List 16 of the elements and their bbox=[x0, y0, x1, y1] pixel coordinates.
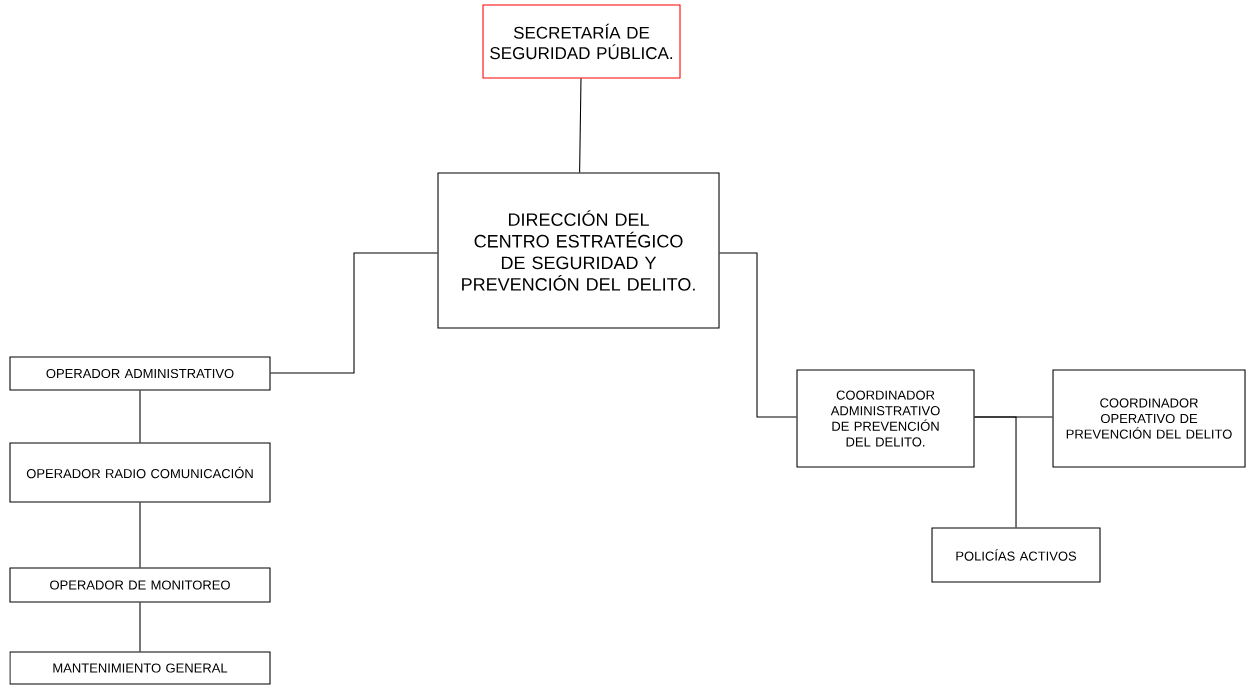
connector-line bbox=[139, 390, 141, 443]
org-box: DIRECCIÓN DEL CENTRO ESTRATÉGICO DE SEGURIDAD Y PREVENCIÓN DEL DELITO. bbox=[437, 172, 720, 329]
org-box: OPERADOR ADMINISTRATIVO bbox=[9, 356, 271, 391]
org-box: POLICÍAS ACTIVOS bbox=[931, 527, 1101, 583]
org-box: COORDINADOR OPERATIVO DE PREVENCIÓN DEL DELITO bbox=[1052, 369, 1246, 468]
org-box: MANTENIMIENTO GENERAL bbox=[9, 651, 271, 685]
connector-line bbox=[719, 252, 797, 418]
connector-line bbox=[579, 78, 582, 173]
org-box: OPERADOR RADIO COMUNICACIÓN bbox=[9, 442, 271, 503]
org-box: SECRETARÍA DE SEGURIDAD PÚBLICA. bbox=[482, 4, 681, 79]
connector-line bbox=[974, 416, 1017, 528]
org-box: COORDINADOR ADMINISTRATIVO DE PREVENCIÓN DEL DELITO. bbox=[796, 369, 975, 468]
connector-line bbox=[139, 502, 141, 568]
connector-line bbox=[270, 252, 438, 374]
org-box: OPERADOR DE MONITOREO bbox=[9, 567, 271, 603]
connector-line bbox=[139, 602, 141, 652]
